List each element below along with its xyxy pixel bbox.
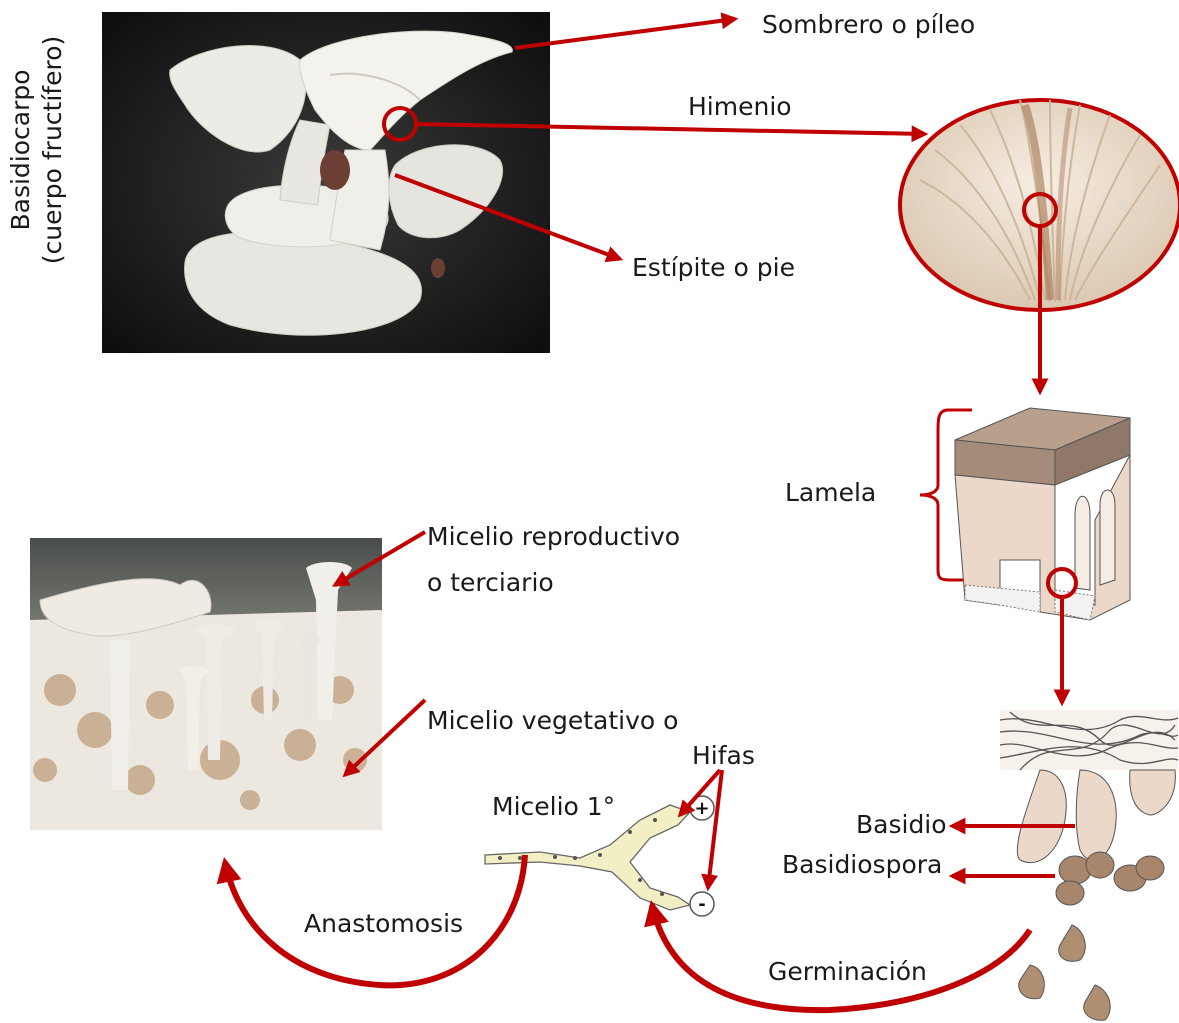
- reproductive-mycelium-label-line2: o terciario: [427, 568, 554, 598]
- basidiocarp-label-line1: Basidiocarpo: [5, 0, 37, 300]
- plus-mating-type: +: [694, 798, 709, 819]
- basidiospore-label: Basidiospora: [782, 850, 942, 880]
- anastomosis-label: Anastomosis: [304, 909, 463, 939]
- hymenium-label: Himenio: [688, 92, 792, 122]
- basidiocarp-label: Basidiocarpo (cuerpo fructífero): [5, 0, 69, 300]
- arrow-hyphae-minus: [708, 770, 722, 888]
- hyphae-label: Hifas: [692, 741, 755, 771]
- lamella-block: [920, 408, 1130, 620]
- lamella-label: Lamela: [785, 478, 876, 508]
- basidium-label: Basidio: [856, 810, 947, 840]
- stipe-label: Estípite o pie: [632, 253, 795, 283]
- primary-mycelium-label: Micelio 1°: [492, 792, 615, 822]
- basidia-diagram: [1000, 710, 1178, 1020]
- pileus-label: Sombrero o píleo: [762, 10, 975, 40]
- basidiocarp-label-line2: (cuerpo fructífero): [37, 0, 69, 300]
- vegetative-mycelium-label: Micelio vegetativo o: [427, 706, 678, 736]
- mycelium-photo: [30, 538, 382, 830]
- germination-label: Germinación: [768, 957, 927, 987]
- minus-mating-type: -: [698, 894, 705, 915]
- reproductive-mycelium-label-line1: Micelio reproductivo: [427, 522, 680, 552]
- basidiocarp-photo: [102, 12, 550, 353]
